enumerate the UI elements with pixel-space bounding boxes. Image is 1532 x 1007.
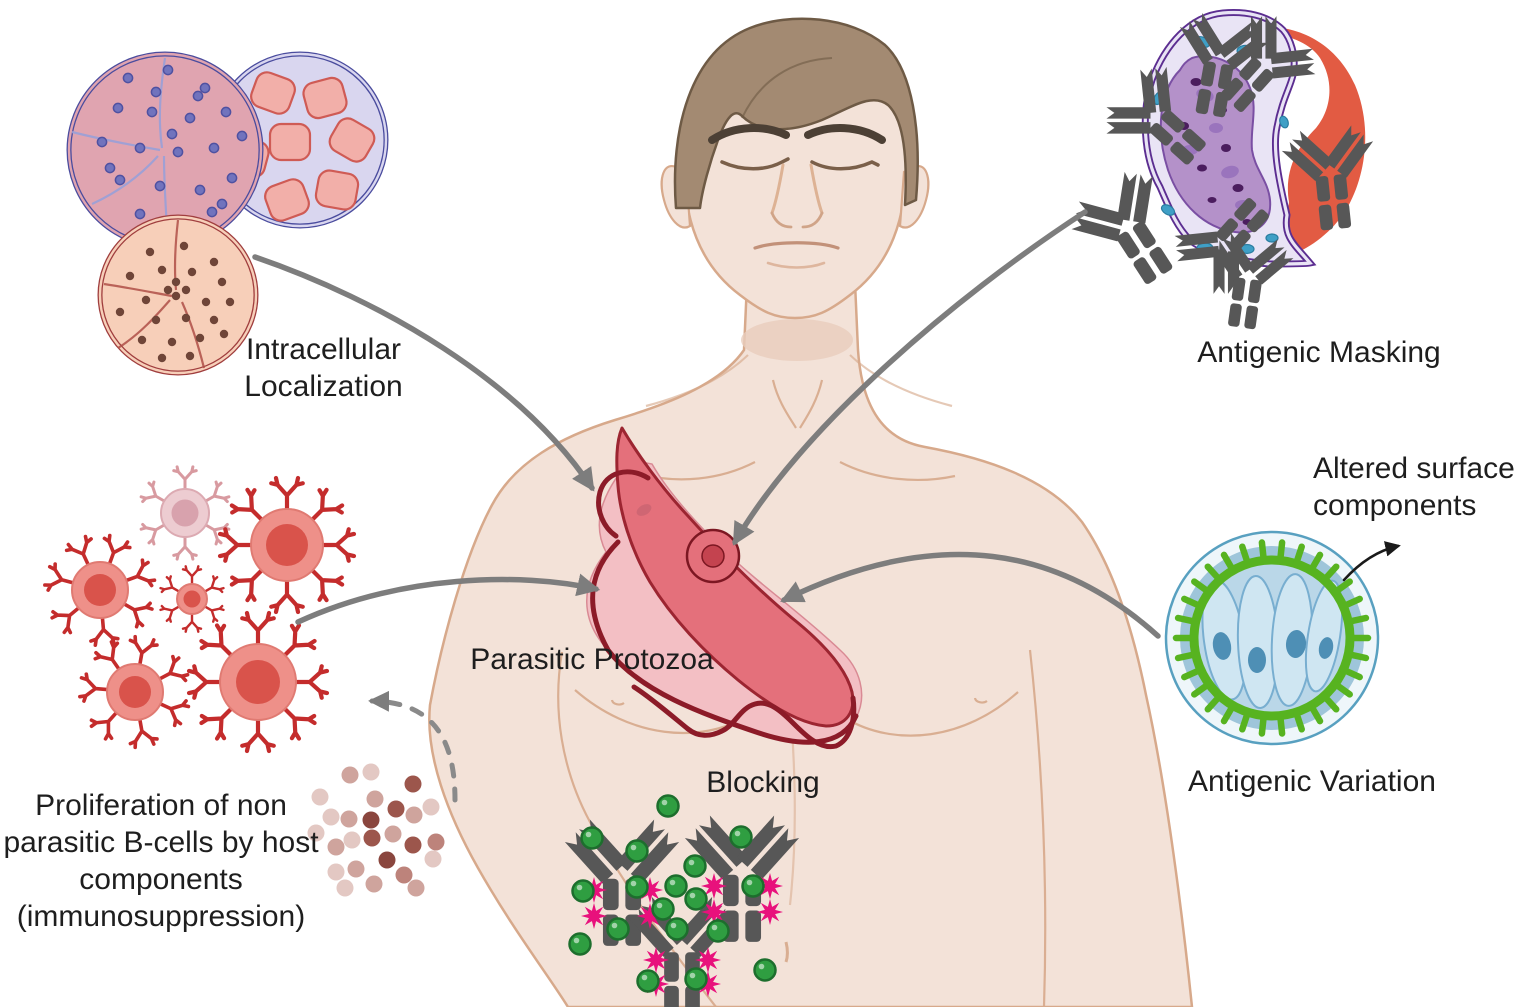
label-intracellular-localization: Intracellular Localization: [244, 333, 403, 403]
b-cell-bodies: [71, 508, 324, 721]
masking-red-cell: [1240, 26, 1366, 258]
cell-lobes: [1201, 573, 1344, 709]
arrow-masking-to-parasite: [732, 209, 1088, 546]
cell-with-brown-parasites: [97, 214, 259, 376]
label-antigenic-variation: Antigenic Variation: [1188, 765, 1436, 798]
label-altered-surface-components: Altered surface components: [1313, 452, 1515, 522]
neck-shadow: [741, 319, 853, 361]
parasite-kinetoplast: [636, 504, 652, 516]
pale-b-cell: [137, 465, 233, 561]
arrow-variation-to-parasite: [780, 551, 1161, 639]
hair-part-line: [741, 57, 833, 119]
label-blocking: Blocking: [706, 766, 820, 799]
parasite-nucleolus: [701, 544, 725, 568]
label-antigenic-masking: Antigenic Masking: [1197, 336, 1441, 369]
mechanism-arrows: [252, 209, 1161, 803]
hair: [673, 17, 919, 210]
trypanosome-parasite-illustration: [586, 426, 863, 750]
b-cell-cluster-illustration: [42, 465, 354, 751]
intracellular-cells-illustration: [66, 51, 389, 376]
arrow-bcells-to-parasite: [295, 573, 601, 625]
arrow-altered-surface: [1342, 541, 1401, 582]
host-component-dots: [307, 763, 445, 897]
arrow-immunosuppression-dashed: [368, 690, 458, 803]
label-parasitic-protozoa: Parasitic Protozoa: [470, 643, 714, 676]
antigenic-variation-cell-illustration: [1164, 530, 1380, 746]
body-contour-lines: [557, 354, 1047, 1007]
lobe-nuclei: [1212, 630, 1334, 673]
arrow-intracellular-to-parasite: [252, 254, 595, 492]
variant-surface-coat: [1172, 539, 1372, 737]
facial-features: [708, 124, 886, 269]
label-immunosuppression: Proliferation of non parasitic B-cells b…: [3, 789, 319, 933]
antigenic-masking-illustration: [1061, 3, 1382, 334]
